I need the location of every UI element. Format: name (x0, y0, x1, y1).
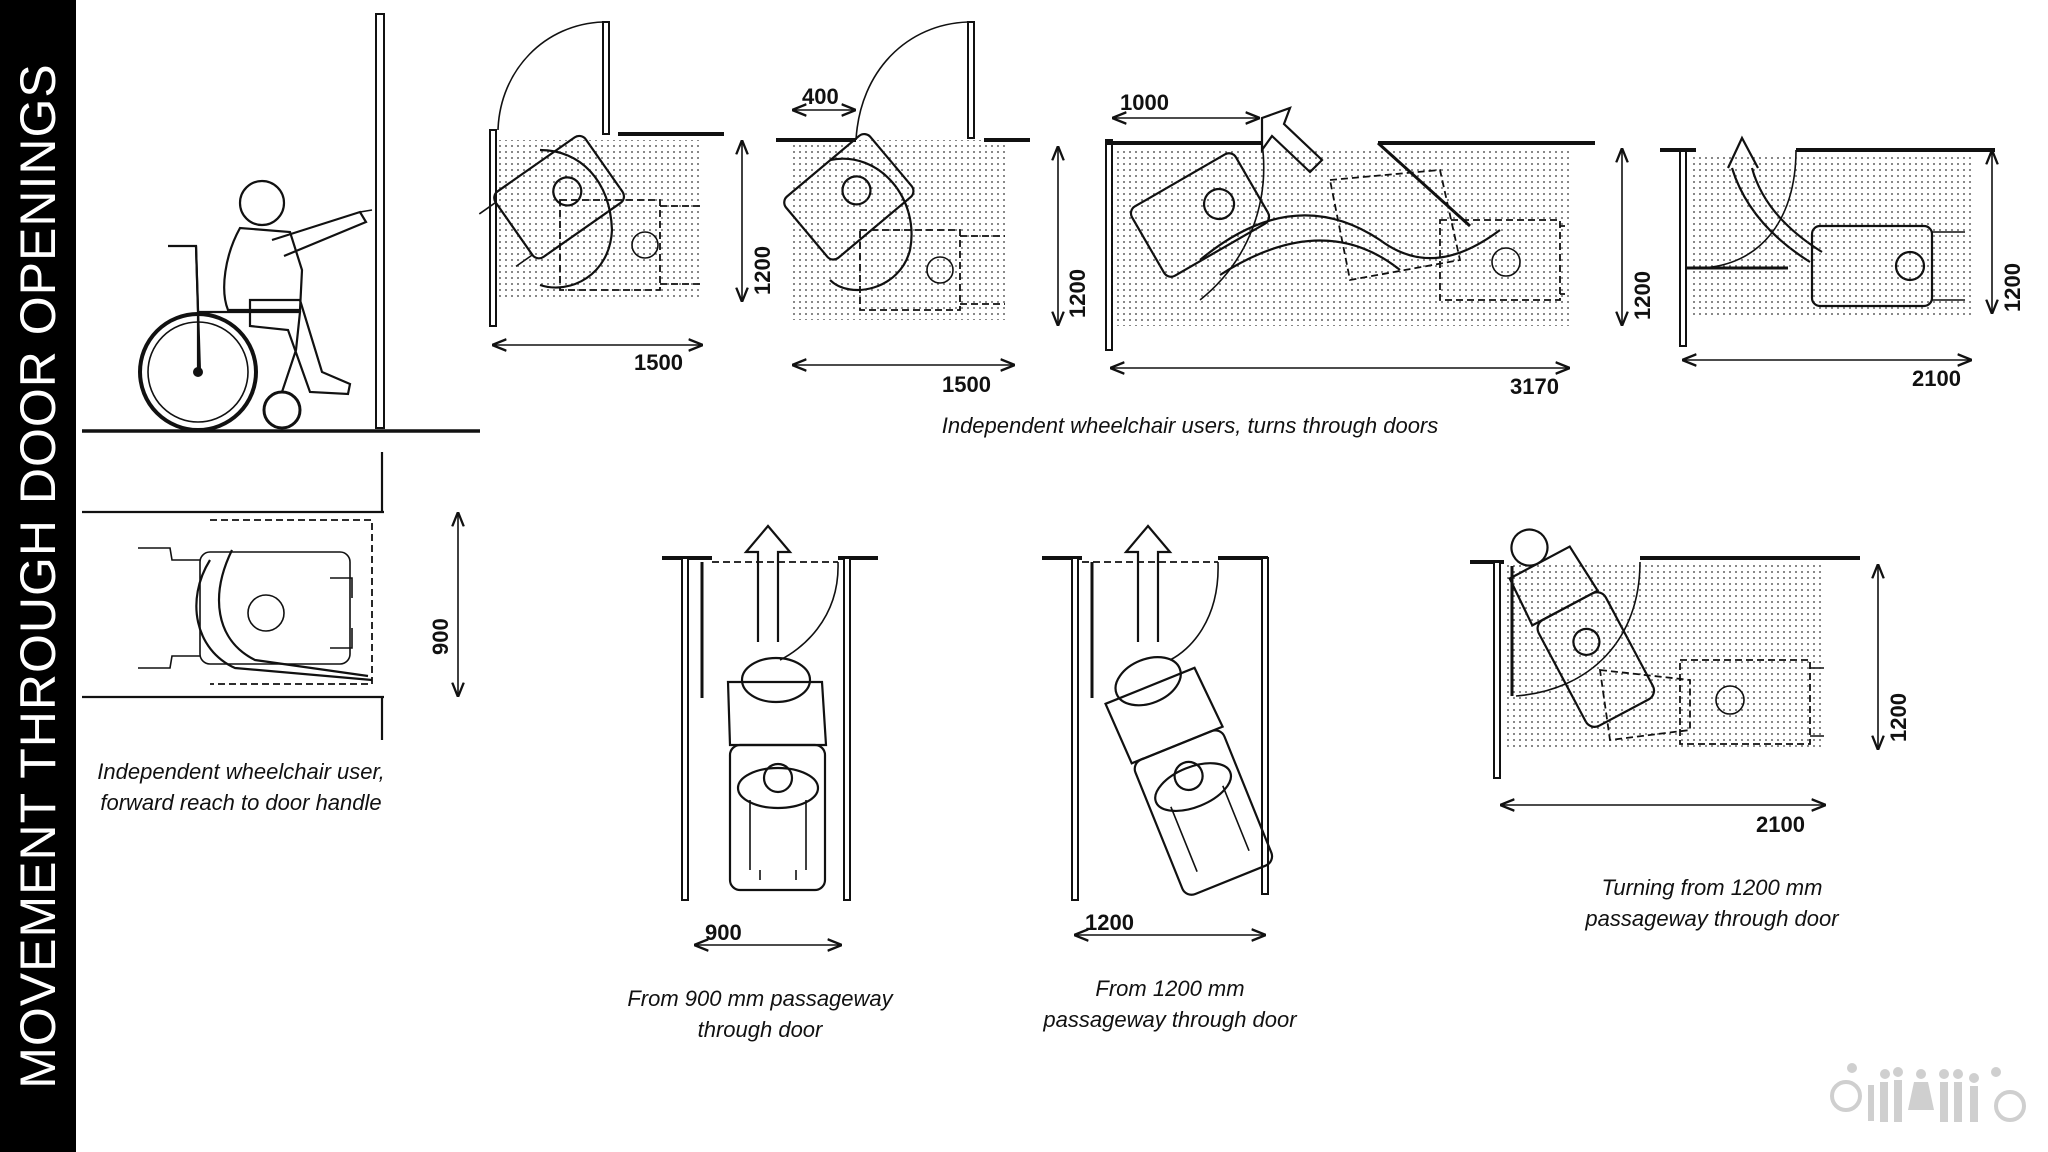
caption-from-900: From 900 mm passageway through door (627, 986, 893, 1042)
forward-reach-elevation (82, 13, 480, 433)
dimension-turn-d-length: 2100 (1912, 366, 1961, 391)
dimension-turn-c-offset: 1000 (1120, 90, 1169, 115)
sidebar-band: MOVEMENT THROUGH DOOR OPENINGS (0, 0, 76, 1152)
turning-1200-diagram: 1200 2100 (1470, 528, 1911, 837)
turn-diagram-c: 1000 1200 3170 (1105, 90, 1655, 399)
dimension-turn-b-depth: 1200 (1065, 269, 1090, 318)
people-accessibility-logo-icon (1830, 1063, 2026, 1122)
dimension-turn-c-depth: 1200 (1630, 271, 1655, 320)
dimension-turning-length: 2100 (1756, 812, 1805, 837)
dimension-turn-a-length: 1500 (634, 350, 683, 375)
turn-diagram-d: 1200 2100 (1660, 135, 2025, 391)
caption-turns-through-doors: Independent wheelchair users, turns thro… (941, 413, 1439, 438)
caption-forward-reach: Independent wheelchair user, forward rea… (97, 759, 385, 815)
dimension-pass-1200-width: 1200 (1085, 910, 1134, 935)
forward-reach-plan: 900 (82, 452, 458, 740)
turn-diagram-b: 400 1200 1500 (776, 21, 1090, 397)
dimension-turn-b-length: 1500 (942, 372, 991, 397)
passage-900-diagram: 900 (662, 524, 878, 945)
caption-from-1200: From 1200 mm passageway through door (1043, 976, 1297, 1032)
dimension-reach-width: 900 (428, 618, 453, 655)
dimension-turn-b-offset: 400 (802, 84, 839, 109)
dimension-turn-c-length: 3170 (1510, 374, 1559, 399)
passage-1200-diagram: 1200 (1042, 524, 1274, 935)
dimension-turning-depth: 1200 (1886, 693, 1911, 742)
turn-diagram-a: 1200 1500 (478, 21, 775, 375)
caption-turning-1200: Turning from 1200 mm passageway through … (1585, 875, 1839, 931)
dimension-pass-900-width: 900 (705, 920, 742, 945)
dimension-turn-a-depth: 1200 (750, 246, 775, 295)
dimension-turn-d-depth: 1200 (2000, 263, 2025, 312)
